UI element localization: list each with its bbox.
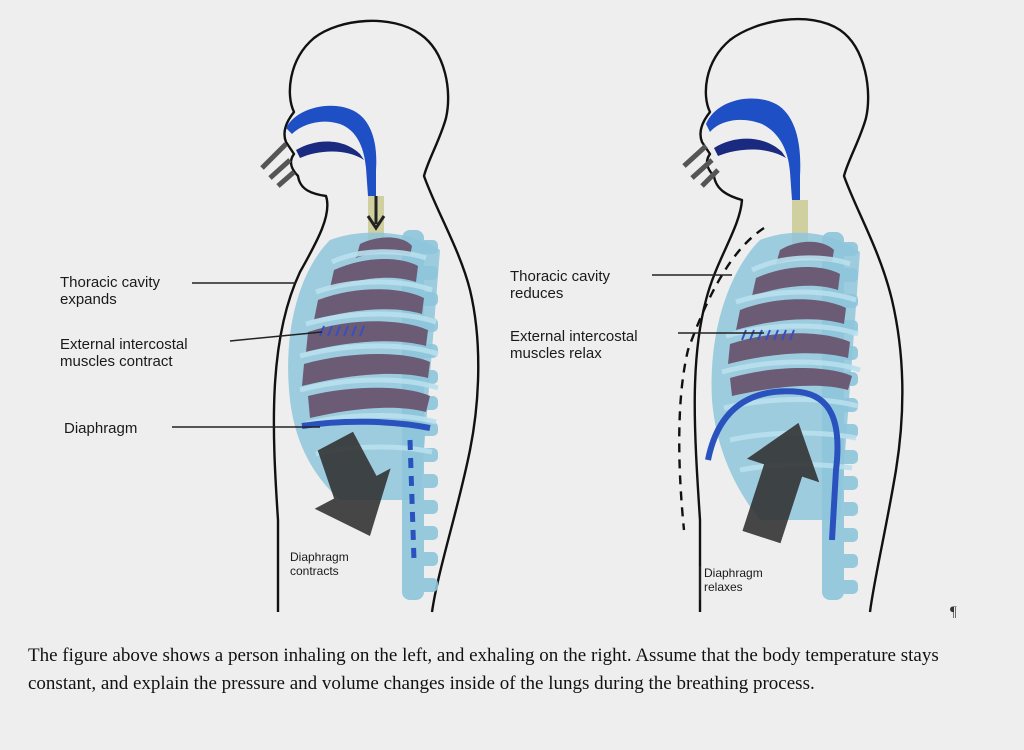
inhale-thoracic-label: Thoracic cavity expands xyxy=(60,274,160,308)
inhale-intercostal-label-line2: muscles contract xyxy=(60,353,173,370)
inhale-diaphragm-label: Diaphragm xyxy=(64,420,137,437)
exhale-air-arrows xyxy=(684,146,718,186)
exhale-oral-airway xyxy=(714,139,786,158)
exhale-thoracic-label-line1: Thoracic cavity xyxy=(510,268,610,285)
inhale-diaphragm-label-text: Diaphragm xyxy=(64,420,137,437)
exhale-diaphragm-action-line1: Diaphragm xyxy=(704,566,763,580)
inhale-figure xyxy=(172,21,478,612)
inhale-oral-airway xyxy=(296,141,364,160)
breathing-diagram: Thoracic cavity expands External interco… xyxy=(0,0,1024,640)
inhale-diaphragm-action-line1: Diaphragm xyxy=(290,550,349,564)
inhale-intercostal-label-line1: External intercostal xyxy=(60,336,188,353)
inhale-intercostal-label: External intercostal muscles contract xyxy=(60,336,188,370)
exhale-diaphragm-action-label: Diaphragm relaxes xyxy=(704,566,763,594)
inhale-diaphragm-action-label: Diaphragm contracts xyxy=(290,550,349,578)
exhale-diaphragm-action-line2: relaxes xyxy=(704,580,743,594)
exhale-intercostal-label-line2: muscles relax xyxy=(510,345,602,362)
exhale-intercostal-label-line1: External intercostal xyxy=(510,328,638,345)
breathing-illustration xyxy=(0,0,1024,640)
inhale-diaphragm-action-line2: contracts xyxy=(290,564,339,578)
exhale-thoracic-label: Thoracic cavity reduces xyxy=(510,268,610,302)
exhale-thoracic-label-line2: reduces xyxy=(510,285,563,302)
inhale-air-arrows xyxy=(262,144,294,186)
inhale-thoracic-label-line1: Thoracic cavity xyxy=(60,274,160,291)
question-text[interactable]: The figure above shows a person inhaling… xyxy=(28,642,988,698)
exhale-intercostal-label: External intercostal muscles relax xyxy=(510,328,638,362)
inhale-thoracic-label-line2: expands xyxy=(60,291,117,308)
pilcrow-mark: ¶ xyxy=(950,604,957,621)
exhale-figure xyxy=(652,19,902,612)
